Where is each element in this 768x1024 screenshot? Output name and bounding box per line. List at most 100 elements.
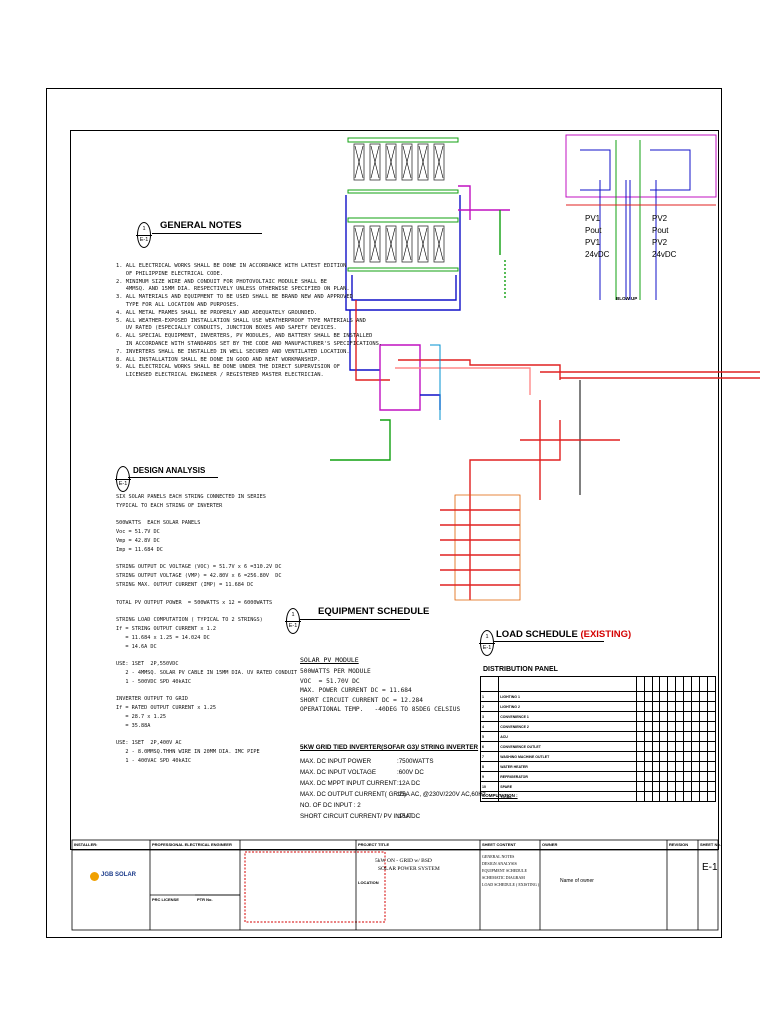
inverter-header: 5KW GRID TIED INVERTER(SOFAR G3)/ STRING…: [300, 744, 479, 751]
blowup-terminal-label: PV2: [652, 214, 668, 223]
design-analysis-line: SIX SOLAR PANELS EACH STRING CONNECTED I…: [116, 494, 266, 500]
design-analysis-line: TYPICAL TO EACH STRING OF INVERTER: [116, 502, 223, 509]
design-analysis-title: DESIGN ANALYSIS: [133, 466, 206, 475]
module-spec-line: 500WATTS PER MODULE: [300, 668, 371, 675]
revision-label: REVISION: [669, 842, 689, 847]
module-spec-line: MAX. POWER CURRENT DC = 11.684: [300, 687, 412, 694]
design-analysis-line: STRING OUTPUT DC VOLTAGE (VOC) = 51.7V x…: [116, 564, 282, 571]
general-note-line: 1. ALL ELECTRICAL WORKS SHALL BE DONE IN…: [116, 263, 347, 269]
red-disclaimer-note: [250, 858, 380, 918]
design-analysis-line: USE: 1SET 2P,400V AC: [116, 740, 182, 747]
load-name: CONVENIENCE 2: [498, 721, 637, 732]
blowup-terminal-label: 24vDC: [652, 250, 677, 259]
design-analysis-bubble: E-1: [115, 466, 131, 492]
inverter-spec-value: :7500WATTS: [397, 758, 434, 765]
sheet-number: E-1: [702, 862, 718, 873]
general-note-line: 9. ALL ELECTRICAL WORKS SHALL BE DONE UN…: [116, 364, 340, 371]
general-notes-bubble: 1 E-1: [136, 222, 152, 248]
design-analysis-line: INVERTER OUTPUT TO GRID: [116, 696, 188, 703]
total-label: TOTAL: [498, 791, 637, 802]
load-name: CONVENIENCE OUTLET: [498, 741, 637, 752]
design-analysis-line: Imp = 11.684 DC: [116, 546, 163, 553]
owner-name: Name of owner: [560, 878, 594, 884]
load-name: LIGHTING 2: [498, 701, 637, 712]
general-note-line: 3. ALL MATERIALS AND EQUIPMENT TO BE USE…: [116, 294, 353, 301]
location-label: LOCATION: [358, 880, 379, 885]
general-note-line: IN ACCORDANCE WITH STANDARDS SET BY THE …: [116, 341, 383, 347]
company-logo: JGB SOLAR: [90, 870, 140, 888]
module-spec-line: VOC = 51.70V DC: [300, 677, 360, 685]
design-analysis-line: STRING LOAD COMPUTATION ( TYPICAL TO 2 S…: [116, 617, 263, 624]
design-analysis-line: Voc = 51.7V DC: [116, 529, 160, 536]
load-name: REFRIGERATOR: [498, 771, 637, 782]
equipment-schedule-bubble-num: 1: [291, 612, 295, 618]
general-note-line: 8. ALL INSTALLATION SHALL BE DONE IN GOO…: [116, 356, 321, 363]
blowup-label: BLOW UP: [616, 296, 638, 301]
general-note-line: 4MMSQ. AND 15MM DIA. RESPECTIVELY UNLESS…: [116, 286, 350, 293]
drawing-page-frame: [46, 88, 722, 938]
design-analysis-line: 500WATTS EACH SOLAR PANELS: [116, 520, 201, 527]
installer-label: INSTALLER:: [74, 842, 98, 847]
general-notes-bubble-ref: E-1: [139, 237, 149, 243]
equipment-schedule-bubble-ref: E-1: [288, 623, 298, 629]
design-analysis-line: = 35.88A: [116, 722, 151, 729]
module-header: SOLAR PV MODULE: [300, 656, 359, 664]
load-name: SPARE: [498, 781, 637, 792]
module-spec-line: SHORT CIRCUIT CURRENT DC = 12.284: [300, 696, 423, 704]
engineer-label: PROFESSIONAL ELECTRICAL ENGINEER: [152, 842, 232, 847]
load-schedule-title: LOAD SCHEDULE (EXISTING): [496, 629, 631, 640]
general-note-line: OF PHILIPPINE ELECTRICAL CODE.: [116, 270, 224, 277]
drawing-border: [70, 130, 719, 850]
blowup-terminal-label: PV1: [585, 238, 601, 247]
sheet-content-item: EQUIPMENT SCHEDULE: [482, 868, 527, 873]
blowup-terminal-label: Pout: [585, 226, 602, 235]
load-name: ACU: [498, 731, 637, 742]
load-schedule-bubble-ref: E-1: [482, 645, 492, 651]
prc-label: PRC LICENSE: [152, 897, 179, 902]
project-title-line-1: 5kW ON - GRID w/ BSD: [375, 858, 432, 864]
project-title-line-2: SOLAR POWER SYSTEM: [378, 866, 440, 872]
ptr-label: PTR No.: [197, 897, 213, 902]
general-note-line: TYPE FOR ALL LOCATION AND PURPOSES.: [116, 302, 240, 308]
sun-icon: [90, 872, 99, 881]
inverter-spec-name: MAX. DC INPUT VOLTAGE: [300, 769, 376, 776]
distribution-panel-title: DISTRIBUTION PANEL: [483, 666, 558, 673]
sheet-content-item: SCHEMATIC DIAGRAM: [482, 875, 525, 880]
general-notes-bubble-num: 1: [142, 226, 146, 232]
owner-label: OWNER: [542, 842, 558, 847]
general-note-line: UV RATED (ESPECIALLY CONDUITS, JUNCTION …: [116, 325, 337, 332]
load-schedule-title-text: LOAD SCHEDULE: [496, 629, 578, 640]
inverter-spec-name: MAX. DC INPUT POWER: [300, 758, 372, 765]
load-name: LIGHTING 1: [498, 691, 637, 702]
load-name: WASHING MACHINE OUTLET: [498, 751, 637, 762]
module-spec-line: OPERATIONAL TEMP. -40DEG TO 85DEG CELSIU…: [300, 706, 461, 713]
project-title-label: PROJECT TITLE: [358, 842, 390, 847]
design-analysis-line: TOTAL PV OUTPUT POWER = 500WATTS x 12 = …: [116, 599, 273, 606]
inverter-spec-value: :15A DC: [397, 813, 421, 820]
design-analysis-line: 2 - 4MMSQ. SOLAR PV CABLE IN 15MM DIA. U…: [116, 670, 298, 676]
blowup-terminal-label: PV2: [652, 238, 668, 247]
computation-label: COMPUTATION :: [482, 793, 518, 798]
general-note-line: LICENSED ELECTRICAL ENGINEER / REGISTERE…: [116, 372, 324, 379]
load-schedule-bubble-num: 1: [485, 634, 489, 640]
design-analysis-bubble-ref: E-1: [118, 481, 128, 487]
sheet-content-label: SHEET CONTENT: [482, 842, 516, 847]
equipment-schedule-bubble: 1 E-1: [285, 608, 301, 634]
equipment-schedule-title: EQUIPMENT SCHEDULE: [318, 606, 430, 617]
design-analysis-line: 2 - 8.0MMSQ.THHN WIRE IN 20MM DIA. IMC P…: [116, 749, 260, 756]
general-note-line: 6. ALL SPECIAL EQUIPMENT, INVERTERS, PV …: [116, 333, 373, 340]
sheet-content-item: LOAD SCHEDULE ( EXISTING ): [482, 882, 540, 887]
sheet-content-item: DESIGN ANALYSIS: [482, 861, 517, 866]
pv-array-top: [347, 137, 459, 272]
design-analysis-line: STRING MAX. OUTPUT CURRENT (IMP) = 11.68…: [116, 582, 254, 588]
design-analysis-line: = 14.6A DC: [116, 643, 157, 650]
